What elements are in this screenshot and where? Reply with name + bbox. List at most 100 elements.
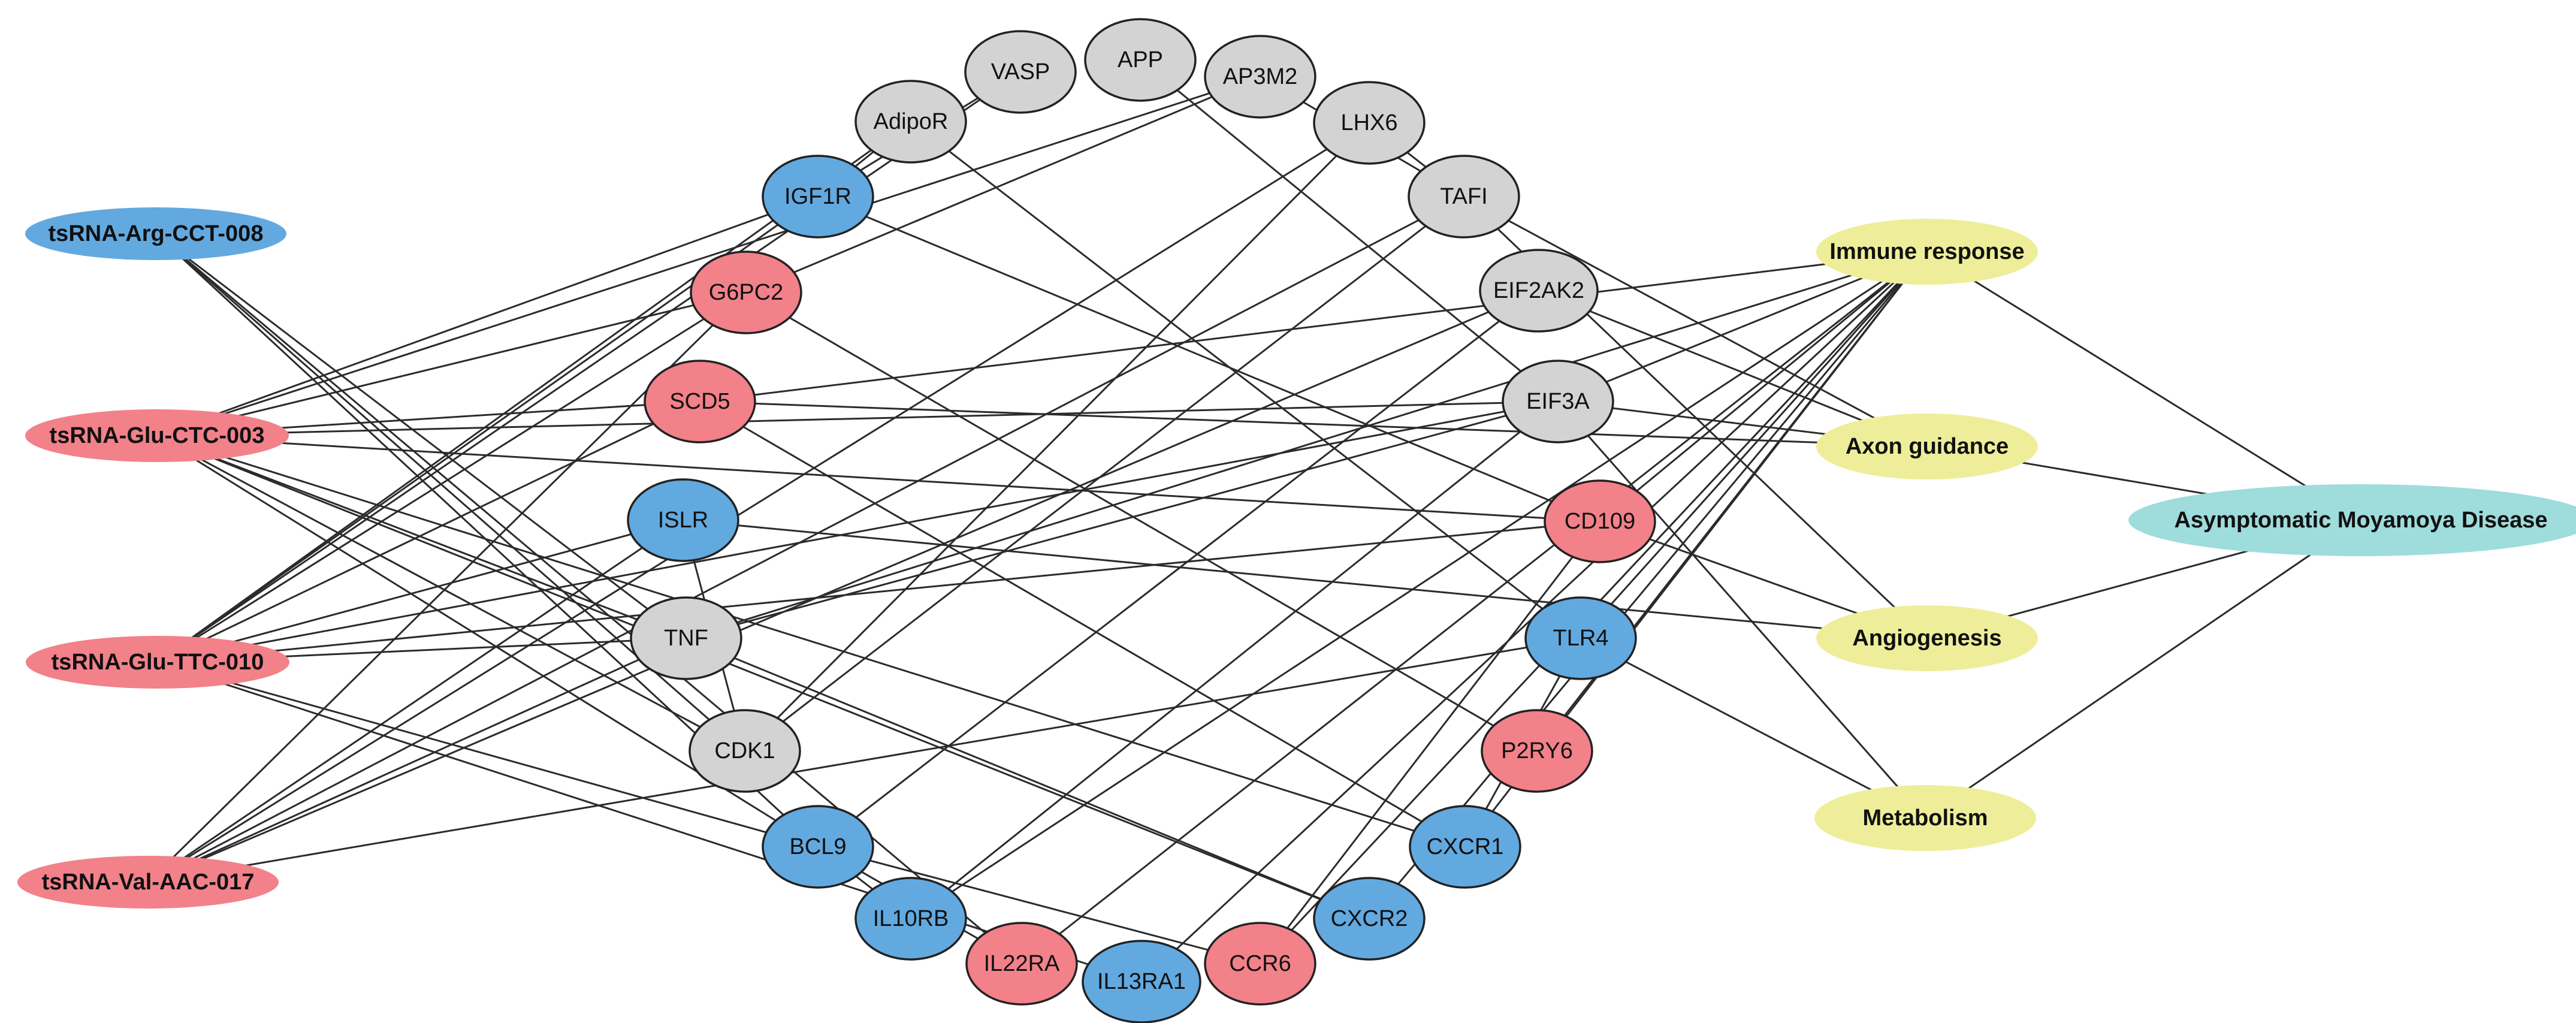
node-shape — [1816, 605, 2038, 671]
node-shape — [1204, 922, 1316, 1006]
node-label: G6PC2 — [709, 280, 784, 305]
node-label: AdipoR — [874, 109, 949, 134]
node-shape — [1544, 479, 1656, 563]
node-shape — [1313, 877, 1426, 961]
node-adipor: AdipoR — [854, 80, 967, 164]
edge-ts_glu_ctc-CXCR2 — [156, 434, 1370, 920]
edge-ts_val-TLR4 — [147, 637, 1581, 883]
node-lhx6: LHX6 — [1313, 81, 1426, 165]
node-shape — [1816, 219, 2038, 285]
edge-immune-disease — [1926, 251, 2361, 521]
node-label: P2RY6 — [1501, 738, 1573, 764]
edge-ts_val-EIF2AK2 — [147, 289, 1539, 883]
node-scd5: SCD5 — [644, 360, 756, 443]
edge-immune-IL22RA — [1021, 251, 1928, 965]
edge-ts_arg-TNF — [155, 233, 687, 639]
node-il10rb: IL10RB — [854, 877, 967, 961]
node-ap3m2: AP3M2 — [1204, 35, 1316, 119]
edge-immune-TNF — [685, 251, 1928, 639]
node-app: APP — [1084, 18, 1197, 102]
node-shape — [1409, 805, 1521, 889]
node-label: TNF — [664, 626, 708, 651]
node-ts-val: tsRNA-Val-AAC-017 — [17, 856, 279, 909]
edge-ts_val-TNF — [147, 637, 687, 883]
node-ccr6: CCR6 — [1204, 922, 1316, 1006]
node-layer: tsRNA-Arg-CCT-008 tsRNA-Glu-CTC-003 tsRNA-… — [17, 18, 2576, 1023]
node-label: IL22RA — [984, 951, 1060, 976]
edge-SCD5-CXCR1 — [699, 400, 1466, 848]
edge-ts_val-ISLR — [147, 519, 684, 883]
node-ts-glu-ctc: tsRNA-Glu-CTC-003 — [25, 409, 289, 462]
edge-immune-TLR4 — [1580, 251, 1928, 639]
edge-ts_glu_ttc-IL13RA1 — [157, 661, 1142, 983]
node-immune: Immune response — [1816, 219, 2038, 285]
node-cd109: CD109 — [1544, 479, 1656, 563]
edge-ts_arg-IL22RA — [155, 233, 1022, 965]
node-label: IL13RA1 — [1097, 969, 1186, 994]
node-eif3a: EIF3A — [1502, 360, 1614, 443]
node-label: tsRNA-Arg-CCT-008 — [49, 221, 264, 246]
edge-ts_glu_ctc-AP3M2 — [156, 76, 1261, 437]
node-shape — [1814, 785, 2036, 851]
node-shape — [1084, 18, 1197, 102]
node-label: tsRNA-Glu-TTC-010 — [52, 650, 264, 675]
node-label: TAFI — [1440, 184, 1488, 209]
node-shape — [690, 251, 802, 334]
node-label: Metabolism — [1862, 805, 1988, 831]
node-eif2ak2: EIF2AK2 — [1479, 249, 1599, 333]
node-label: Immune response — [1829, 239, 2024, 264]
node-metab: Metabolism — [1814, 785, 2036, 851]
node-disease: Asymptomatic Moyamoya Disease — [2128, 484, 2576, 556]
node-shape — [688, 709, 801, 793]
edge-G6PC2-AP3M2 — [745, 76, 1261, 294]
node-shape — [762, 155, 874, 239]
node-shape — [762, 805, 874, 889]
node-il22ra: IL22RA — [965, 922, 1078, 1006]
node-ts-arg: tsRNA-Arg-CCT-008 — [25, 207, 286, 260]
edge-ts_glu_ttc-BCL9 — [157, 661, 819, 848]
edge-layer — [147, 59, 2361, 983]
node-shape — [1313, 81, 1426, 165]
node-il13ra1: IL13RA1 — [1082, 940, 1201, 1023]
node-label: EIF3A — [1526, 389, 1590, 414]
node-shape — [964, 30, 1077, 114]
node-shape — [627, 478, 739, 562]
edge-G6PC2-P2RY6 — [745, 291, 1538, 752]
node-cxcr2: CXCR2 — [1313, 877, 1426, 961]
node-tlr4: TLR4 — [1524, 596, 1637, 680]
node-shape — [1816, 414, 2038, 479]
edge-ts_glu_ctc-CDK1 — [156, 434, 745, 752]
node-shape — [1481, 709, 1593, 793]
edge-BCL9-EIF2AK2 — [817, 289, 1539, 848]
edge-TNF-CXCR2 — [685, 637, 1370, 920]
edge-CD109-CCR6 — [1259, 521, 1601, 964]
edge-ts_glu_ttc-VASP — [157, 71, 1021, 663]
edge-ts_glu_ttc-CD109 — [157, 520, 1600, 663]
edge-immune-SCD5 — [699, 251, 1928, 403]
node-label: tsRNA-Glu-CTC-003 — [50, 423, 265, 448]
edge-TLR4-metab — [1580, 637, 1926, 819]
node-shape — [2128, 484, 2576, 556]
node-label: CXCR2 — [1331, 906, 1408, 931]
edge-ISLR-angio — [682, 519, 1928, 639]
node-shape — [1479, 249, 1599, 333]
node-shape — [1408, 155, 1520, 239]
node-label: SCD5 — [669, 389, 730, 414]
node-shape — [26, 636, 289, 689]
node-axon: Axon guidance — [1816, 414, 2038, 479]
node-label: CDK1 — [714, 738, 775, 764]
node-label: tsRNA-Val-AAC-017 — [42, 870, 255, 895]
node-shape — [1082, 940, 1201, 1023]
node-shape — [1524, 596, 1637, 680]
node-label: VASP — [991, 59, 1050, 85]
node-tnf: TNF — [630, 596, 742, 680]
node-label: IGF1R — [784, 184, 851, 209]
node-shape — [854, 80, 967, 164]
edge-ts_glu_ctc-TNF — [156, 434, 687, 639]
edge-BCL9-CCR6 — [817, 846, 1261, 965]
node-label: Angiogenesis — [1852, 626, 2001, 651]
node-label: AP3M2 — [1223, 64, 1298, 89]
node-islr: ISLR — [627, 478, 739, 562]
node-cxcr1: CXCR1 — [1409, 805, 1521, 889]
